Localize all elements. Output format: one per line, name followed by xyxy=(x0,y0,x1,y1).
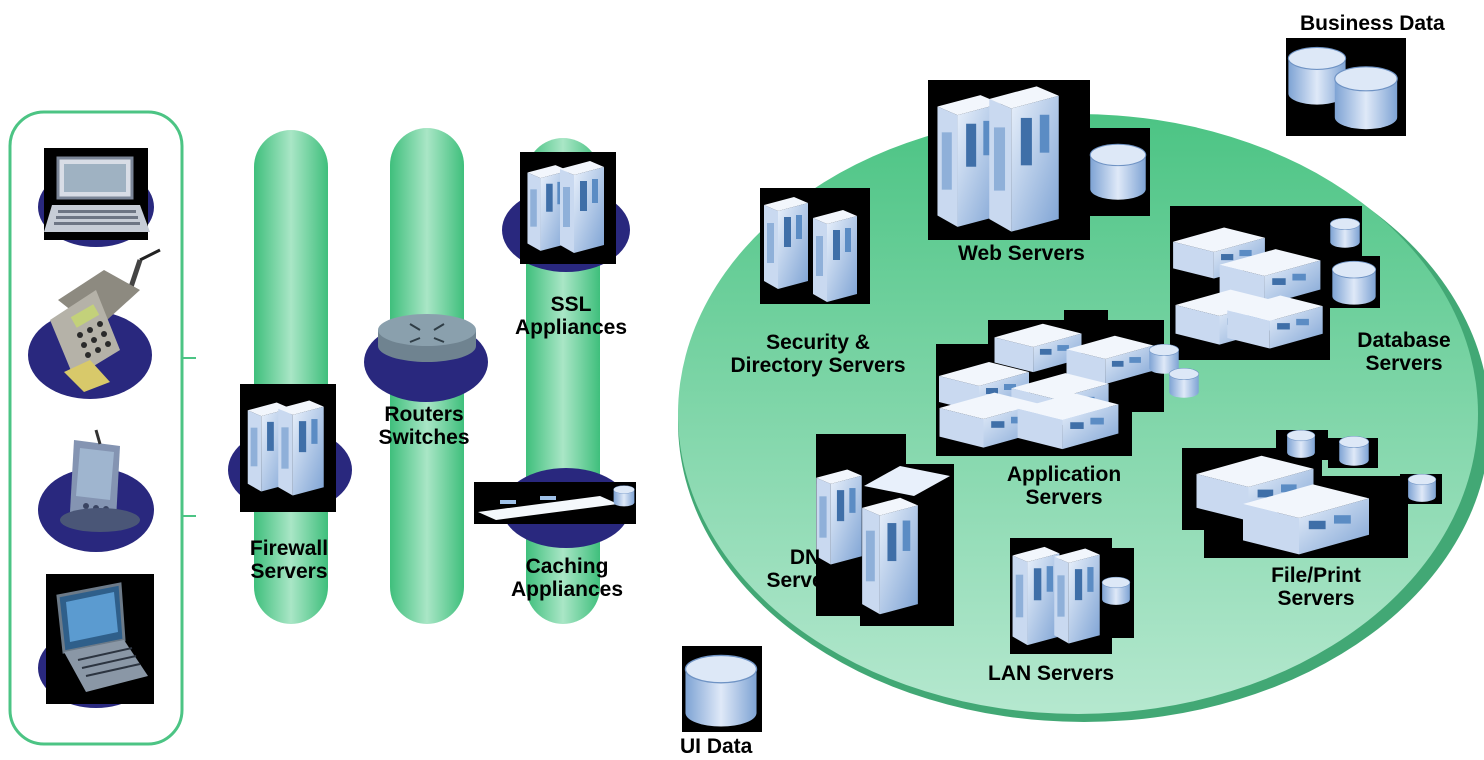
security-servers-label-line2: Directory Servers xyxy=(730,354,906,377)
application-servers-label-line1: Application xyxy=(1006,463,1122,486)
application-servers-icon xyxy=(936,310,1200,456)
ssl-appliances-label-line1: SSL xyxy=(550,293,592,316)
firewall-server-icon xyxy=(240,384,336,512)
laptop-icon xyxy=(44,148,150,240)
caching-appliances-label-line1: Caching xyxy=(525,555,609,578)
file-print-servers-label-line2: Servers xyxy=(1277,587,1355,610)
ui-data-label: UI Data xyxy=(680,735,753,758)
router-icon xyxy=(378,314,476,362)
dn-servers-label-line2: Servers xyxy=(766,569,844,592)
security-directory-servers-label: Security & Directory Servers xyxy=(700,331,936,377)
application-servers-label-line2: Servers xyxy=(1025,486,1103,509)
file-print-servers-label-line1: File/Print xyxy=(1271,564,1361,587)
pda-icon xyxy=(60,429,140,532)
routers-switches-label-line2: Switches xyxy=(378,426,470,449)
file-print-servers-icon xyxy=(1182,429,1442,558)
routers-switches-label-line1: Routers xyxy=(384,403,464,426)
routers-switches-label: Routers Switches xyxy=(356,403,492,449)
database-servers-icon xyxy=(1170,206,1380,360)
application-servers-label: Application Servers xyxy=(984,463,1144,509)
caching-appliances-label-line2: Appliances xyxy=(510,578,624,601)
ssl-appliances-label-line2: Appliances xyxy=(514,316,628,339)
dn-servers-label: DN Servers xyxy=(756,546,854,592)
database-servers-label: Database Servers xyxy=(1334,329,1474,375)
firewall-servers-label-line2: Servers xyxy=(250,560,328,583)
business-data-database-icon xyxy=(1286,38,1406,136)
caching-appliance-icon xyxy=(474,482,636,524)
database-servers-label-line2: Servers xyxy=(1365,352,1443,375)
security-directory-servers-icon xyxy=(760,188,870,304)
business-data-label: Business Data xyxy=(1300,12,1445,35)
firewall-servers-label-line1: Firewall xyxy=(249,537,329,560)
lan-servers-label: LAN Servers xyxy=(988,662,1115,685)
ssl-appliance-icon xyxy=(520,152,616,264)
caching-appliances-label: Caching Appliances xyxy=(492,555,642,601)
security-servers-label-line1: Security & xyxy=(766,331,870,354)
mobile-phone-icon xyxy=(50,248,161,392)
notebook-icon xyxy=(46,574,154,704)
ui-data-database-icon xyxy=(682,646,762,732)
client-devices-panel xyxy=(8,110,184,746)
dn-servers-icon xyxy=(816,434,954,626)
lan-servers-icon xyxy=(1010,538,1134,654)
firewall-servers-label: Firewall Servers xyxy=(230,537,348,583)
file-print-servers-label: File/Print Servers xyxy=(1236,564,1396,610)
dn-servers-label-line1: DN xyxy=(789,546,821,569)
web-servers-icon xyxy=(928,80,1150,240)
web-servers-label: Web Servers xyxy=(958,242,1085,265)
ssl-appliances-label: SSL Appliances xyxy=(496,293,646,339)
database-servers-label-line1: Database xyxy=(1357,329,1451,352)
